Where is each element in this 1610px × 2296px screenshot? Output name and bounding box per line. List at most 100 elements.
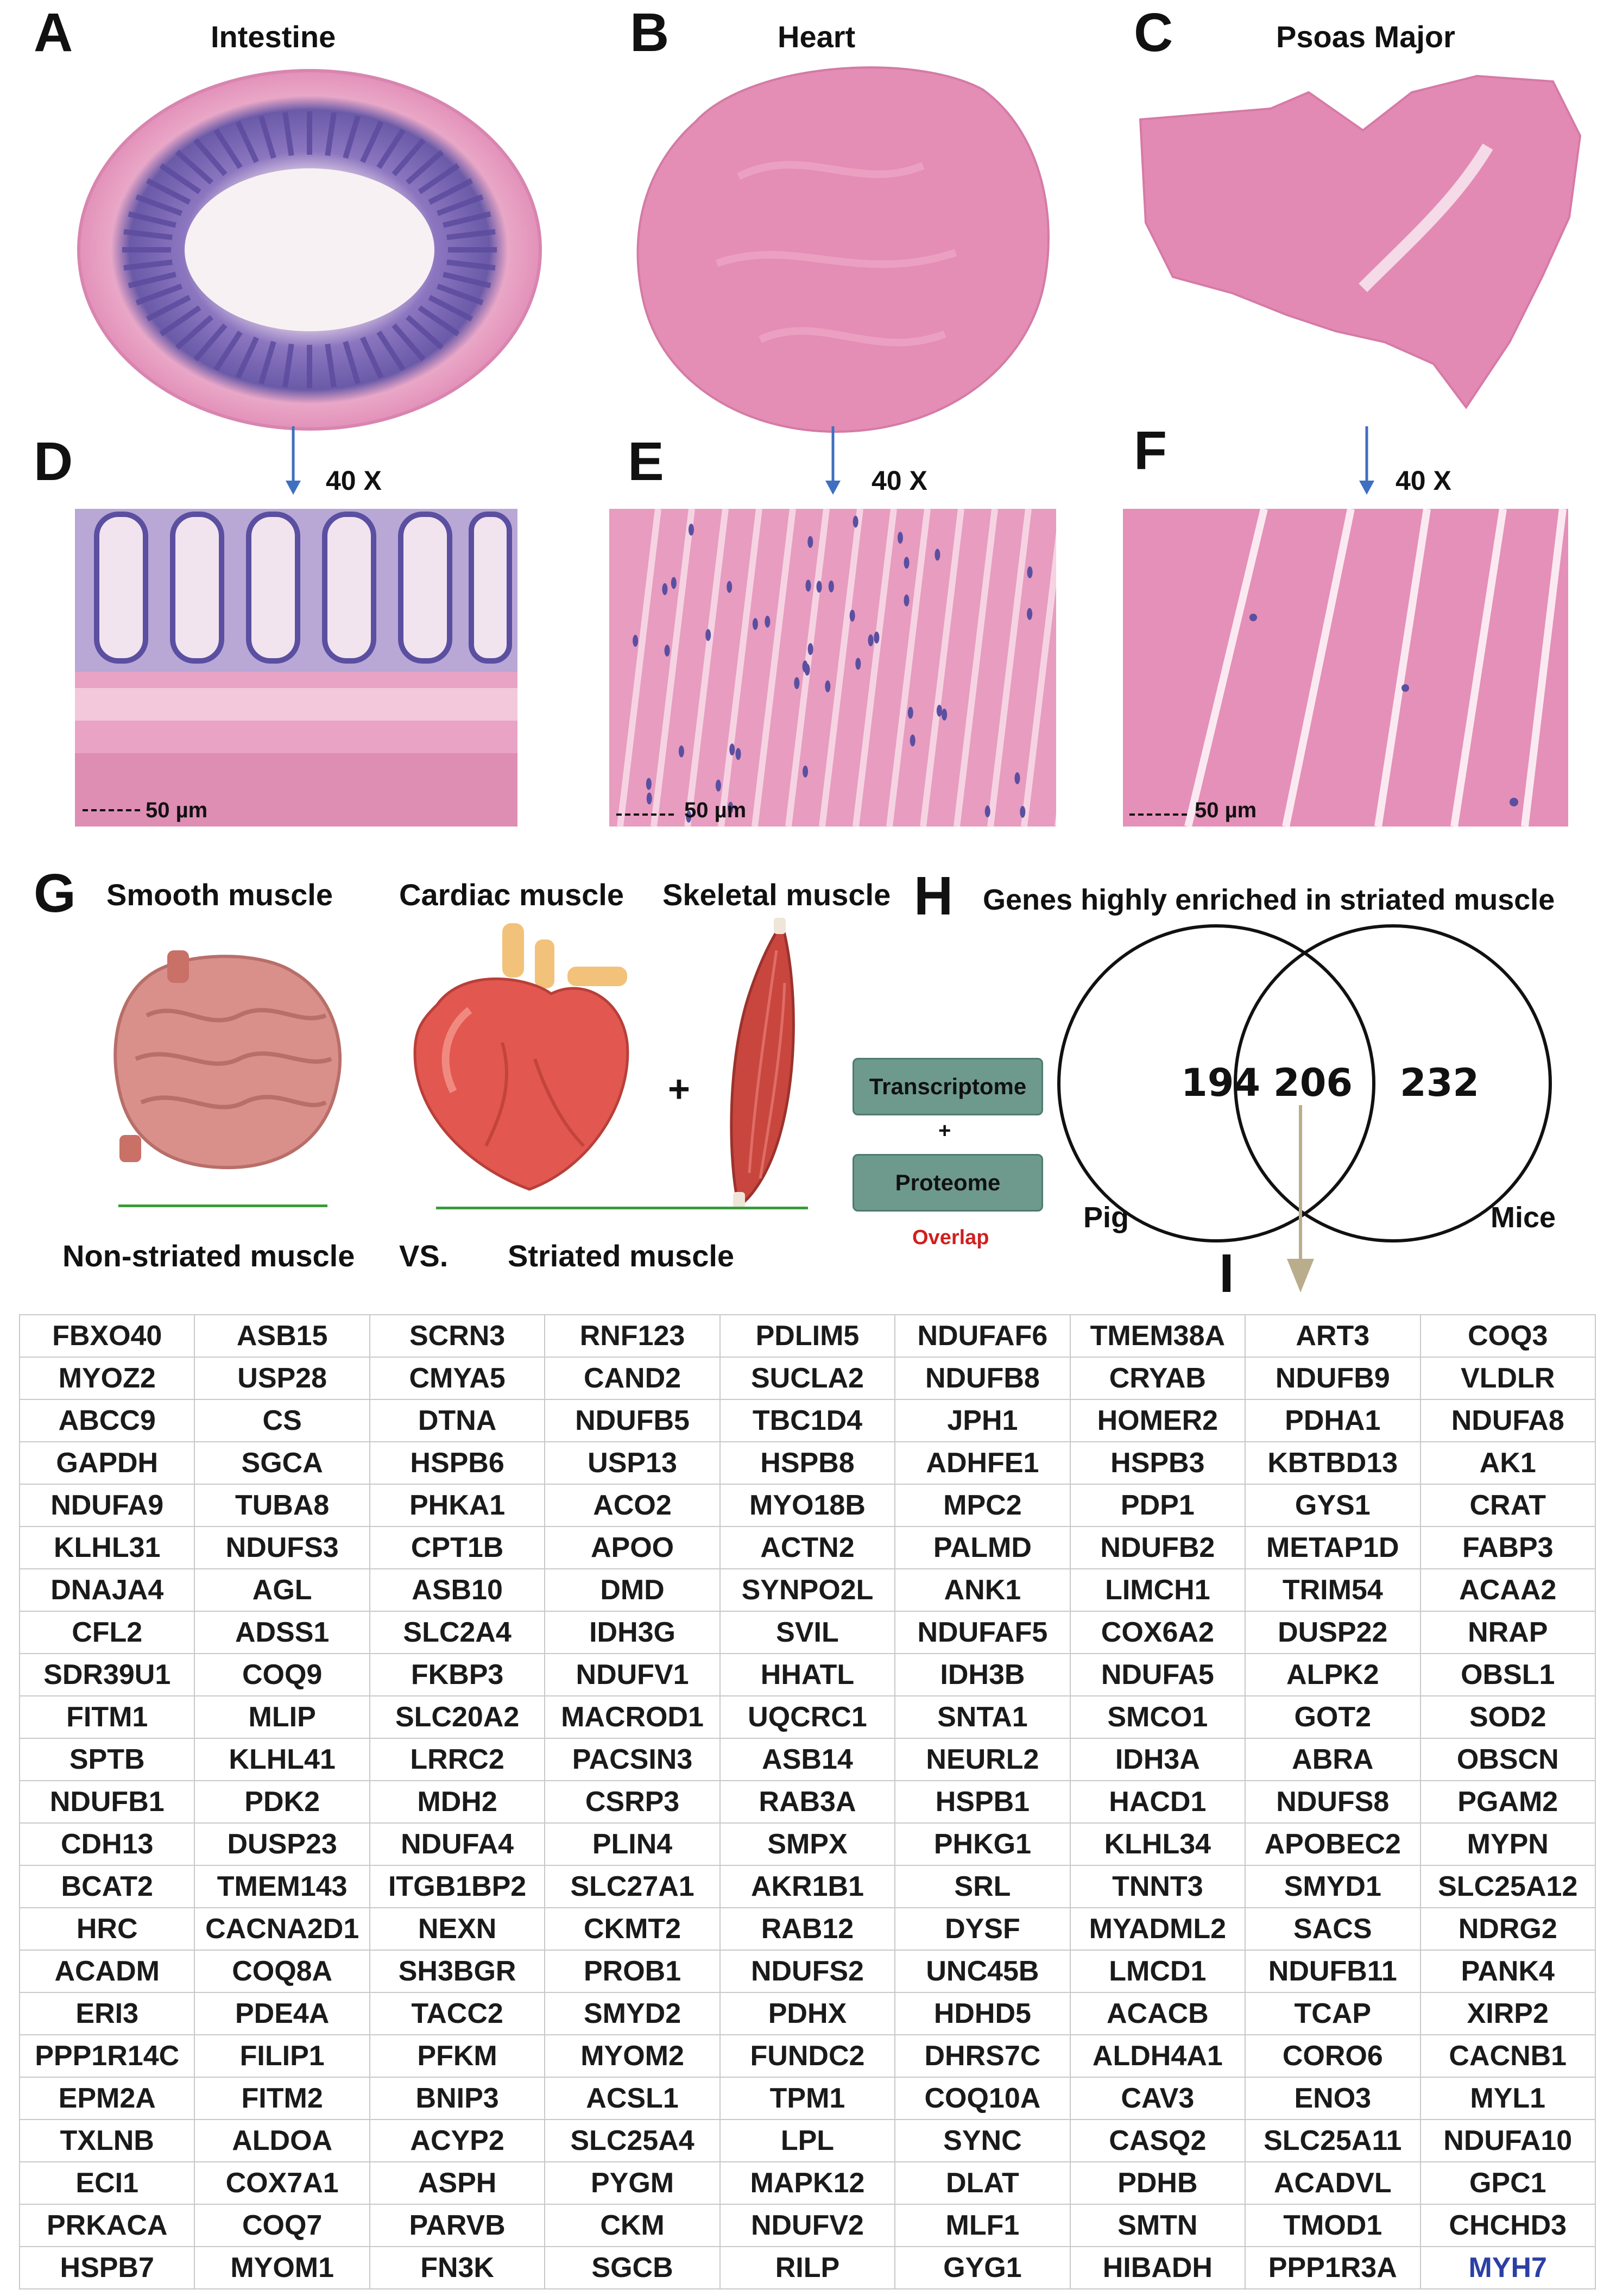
gene-cell: PDK2 <box>194 1780 370 1824</box>
gene-cell: HSPB1 <box>894 1780 1071 1824</box>
gene-cell: ACACB <box>1069 1992 1246 2035</box>
gene-cell: NDUFB5 <box>544 1399 721 1442</box>
gene-cell: MYOM2 <box>544 2034 721 2078</box>
gene-cell: ART3 <box>1245 1314 1421 1358</box>
panel-label-c: C <box>1134 2 1173 63</box>
gene-cell: DTNA <box>369 1399 546 1442</box>
panel-h-title: Genes highly enriched in striated muscle <box>983 884 1555 916</box>
gene-cell: FKBP3 <box>369 1653 546 1696</box>
gene-cell: PHKA1 <box>369 1484 546 1527</box>
gene-cell: SLC25A12 <box>1419 1865 1596 1908</box>
panel-a-title: Intestine <box>211 20 336 54</box>
gene-cell: MPC2 <box>894 1484 1071 1527</box>
gene-cell: BNIP3 <box>369 2077 546 2120</box>
panel-b-title: Heart <box>778 20 856 54</box>
gene-cell: PDLIM5 <box>719 1314 896 1358</box>
panel-e-scale-label: 50 µm <box>684 798 747 822</box>
non-striated-muscle-label: Non-striated muscle <box>62 1239 355 1273</box>
gene-cell: COQ10A <box>894 2077 1071 2120</box>
gene-cell: ACADVL <box>1245 2161 1421 2205</box>
gene-cell: SMCO1 <box>1069 1695 1246 1739</box>
gene-cell: SLC25A11 <box>1245 2119 1421 2162</box>
gene-cell: DUSP23 <box>194 1822 370 1866</box>
gene-cell: PGAM2 <box>1419 1780 1596 1824</box>
gene-cell: FUNDC2 <box>719 2034 896 2078</box>
gene-cell: PFKM <box>369 2034 546 2078</box>
venn-circle-pig <box>1057 924 1375 1242</box>
gene-cell: DYSF <box>894 1907 1071 1951</box>
heart-illustration-icon <box>413 923 629 1191</box>
gene-cell: UNC45B <box>894 1950 1071 1993</box>
gene-cell: SVIL <box>719 1611 896 1654</box>
gene-cell: KLHL31 <box>18 1526 195 1569</box>
gene-cell: CKM <box>544 2204 721 2247</box>
gene-cell: ACO2 <box>544 1484 721 1527</box>
gene-cell: MLIP <box>194 1695 370 1739</box>
gene-cell: NDUFS3 <box>194 1526 370 1569</box>
panel-label-f: F <box>1134 420 1167 481</box>
smooth-muscle-label: Smooth muscle <box>106 878 333 912</box>
gene-cell: BCAT2 <box>18 1865 195 1908</box>
gene-cell: AKR1B1 <box>719 1865 896 1908</box>
panel-label-i: I <box>1219 1243 1234 1304</box>
gene-cell: GYS1 <box>1245 1484 1421 1527</box>
gene-cell: ACAA2 <box>1419 1568 1596 1612</box>
gene-cell: NDUFA10 <box>1419 2119 1596 2162</box>
panel-label-h: H <box>914 866 954 926</box>
gene-cell: FBXO40 <box>18 1314 195 1358</box>
gene-cell: COQ3 <box>1419 1314 1596 1358</box>
gene-cell: ACADM <box>18 1950 195 1993</box>
gene-cell: MAPK12 <box>719 2161 896 2205</box>
gene-cell: COX6A2 <box>1069 1611 1246 1654</box>
psoas-major-section-image <box>1139 74 1582 409</box>
gene-cell: ASPH <box>369 2161 546 2205</box>
gene-cell: CSRP3 <box>544 1780 721 1824</box>
panel-label-g: G <box>34 863 76 924</box>
gene-cell: NDUFB1 <box>18 1780 195 1824</box>
gene-cell: AGL <box>194 1568 370 1612</box>
non-striated-underline <box>118 1204 327 1207</box>
gene-cell: USP13 <box>544 1441 721 1485</box>
panel-label-a: A <box>34 2 73 63</box>
panel-label-b: B <box>630 2 670 63</box>
gene-cell: ABRA <box>1245 1738 1421 1781</box>
gene-cell: DNAJA4 <box>18 1568 195 1612</box>
gene-cell: MYADML2 <box>1069 1907 1246 1951</box>
gene-cell: DLAT <box>894 2161 1071 2205</box>
gene-cell: NDUFB9 <box>1245 1357 1421 1400</box>
skeletal-muscle-illustration-icon <box>730 918 795 1208</box>
gene-cell: NDUFA4 <box>369 1822 546 1866</box>
gene-cell: CHCHD3 <box>1419 2204 1596 2247</box>
gene-cell: MYOM1 <box>194 2246 370 2289</box>
scale-bar-d <box>83 809 140 811</box>
gene-cell: CDH13 <box>18 1822 195 1866</box>
gene-cell: CKMT2 <box>544 1907 721 1951</box>
gene-cell: FN3K <box>369 2246 546 2289</box>
gene-cell: NEURL2 <box>894 1738 1071 1781</box>
gene-cell: CS <box>194 1399 370 1442</box>
venn-mice-label: Mice <box>1491 1201 1556 1234</box>
gene-cell: NDUFA5 <box>1069 1653 1246 1696</box>
gene-cell: NDUFA8 <box>1419 1399 1596 1442</box>
gene-cell: HSPB8 <box>719 1441 896 1485</box>
gene-cell: ACSL1 <box>544 2077 721 2120</box>
gene-cell: PANK4 <box>1419 1950 1596 1993</box>
panel-label-e: E <box>628 431 664 492</box>
gene-cell: CFL2 <box>18 1611 195 1654</box>
gene-cell: ALDH4A1 <box>1069 2034 1246 2078</box>
gene-cell: HDHD5 <box>894 1992 1071 2035</box>
gene-cell: LMCD1 <box>1069 1950 1246 1993</box>
gene-cell: SDR39U1 <box>18 1653 195 1696</box>
gene-cell: NRAP <box>1419 1611 1596 1654</box>
striated-underline <box>436 1207 808 1209</box>
